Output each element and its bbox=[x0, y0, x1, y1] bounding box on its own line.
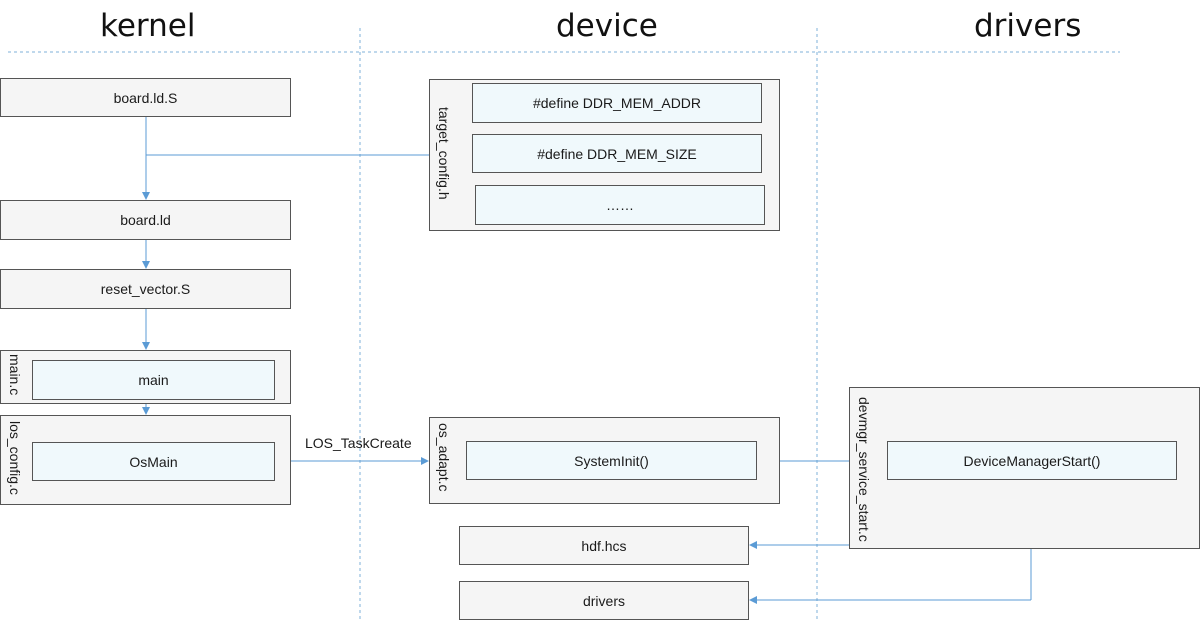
board-ld-box: board.ld bbox=[0, 200, 291, 240]
systeminit-box: SystemInit() bbox=[466, 441, 757, 480]
devmgr-label: devmgr_service_start.c bbox=[856, 397, 872, 542]
drivers-box: drivers bbox=[459, 581, 749, 620]
define-ellipsis-label: …… bbox=[606, 197, 634, 213]
device-manager-start-label: DeviceManagerStart() bbox=[963, 452, 1101, 469]
board-ld-s-label: board.ld.S bbox=[113, 89, 178, 106]
main-box: main bbox=[32, 360, 275, 400]
los-config-label: los_config.c bbox=[7, 421, 23, 495]
reset-vector-label: reset_vector.S bbox=[100, 281, 191, 297]
os-adapt-label: os_adapt.c bbox=[436, 423, 452, 492]
reset-vector-box: reset_vector.S bbox=[0, 269, 291, 309]
osmain-label: OsMain bbox=[129, 453, 178, 470]
define-ellipsis-box: …… bbox=[475, 185, 765, 225]
column-title-drivers: drivers bbox=[974, 8, 1082, 44]
define-ddr-mem-addr-box: #define DDR_MEM_ADDR bbox=[472, 83, 762, 123]
define-ddr-mem-addr-label: #define DDR_MEM_ADDR bbox=[532, 95, 702, 111]
column-title-kernel: kernel bbox=[100, 8, 196, 44]
hdf-hcs-box: hdf.hcs bbox=[459, 526, 749, 565]
board-ld-s-box: board.ld.S bbox=[0, 78, 291, 117]
hdf-hcs-label: hdf.hcs bbox=[581, 537, 627, 554]
drivers-label: drivers bbox=[582, 592, 625, 609]
define-ddr-mem-size-label: #define DDR_MEM_SIZE bbox=[537, 145, 697, 162]
column-title-device: device bbox=[556, 8, 658, 44]
board-ld-label: board.ld bbox=[120, 212, 171, 228]
systeminit-label: SystemInit() bbox=[574, 452, 649, 469]
task-create-label: LOS_TaskCreate bbox=[305, 435, 412, 451]
target-config-label: target_config.h bbox=[436, 107, 452, 200]
main-label: main bbox=[138, 372, 169, 388]
device-manager-start-box: DeviceManagerStart() bbox=[887, 441, 1177, 480]
osmain-box: OsMain bbox=[32, 442, 275, 481]
define-ddr-mem-size-box: #define DDR_MEM_SIZE bbox=[472, 134, 762, 173]
main-c-label: main.c bbox=[7, 354, 23, 396]
